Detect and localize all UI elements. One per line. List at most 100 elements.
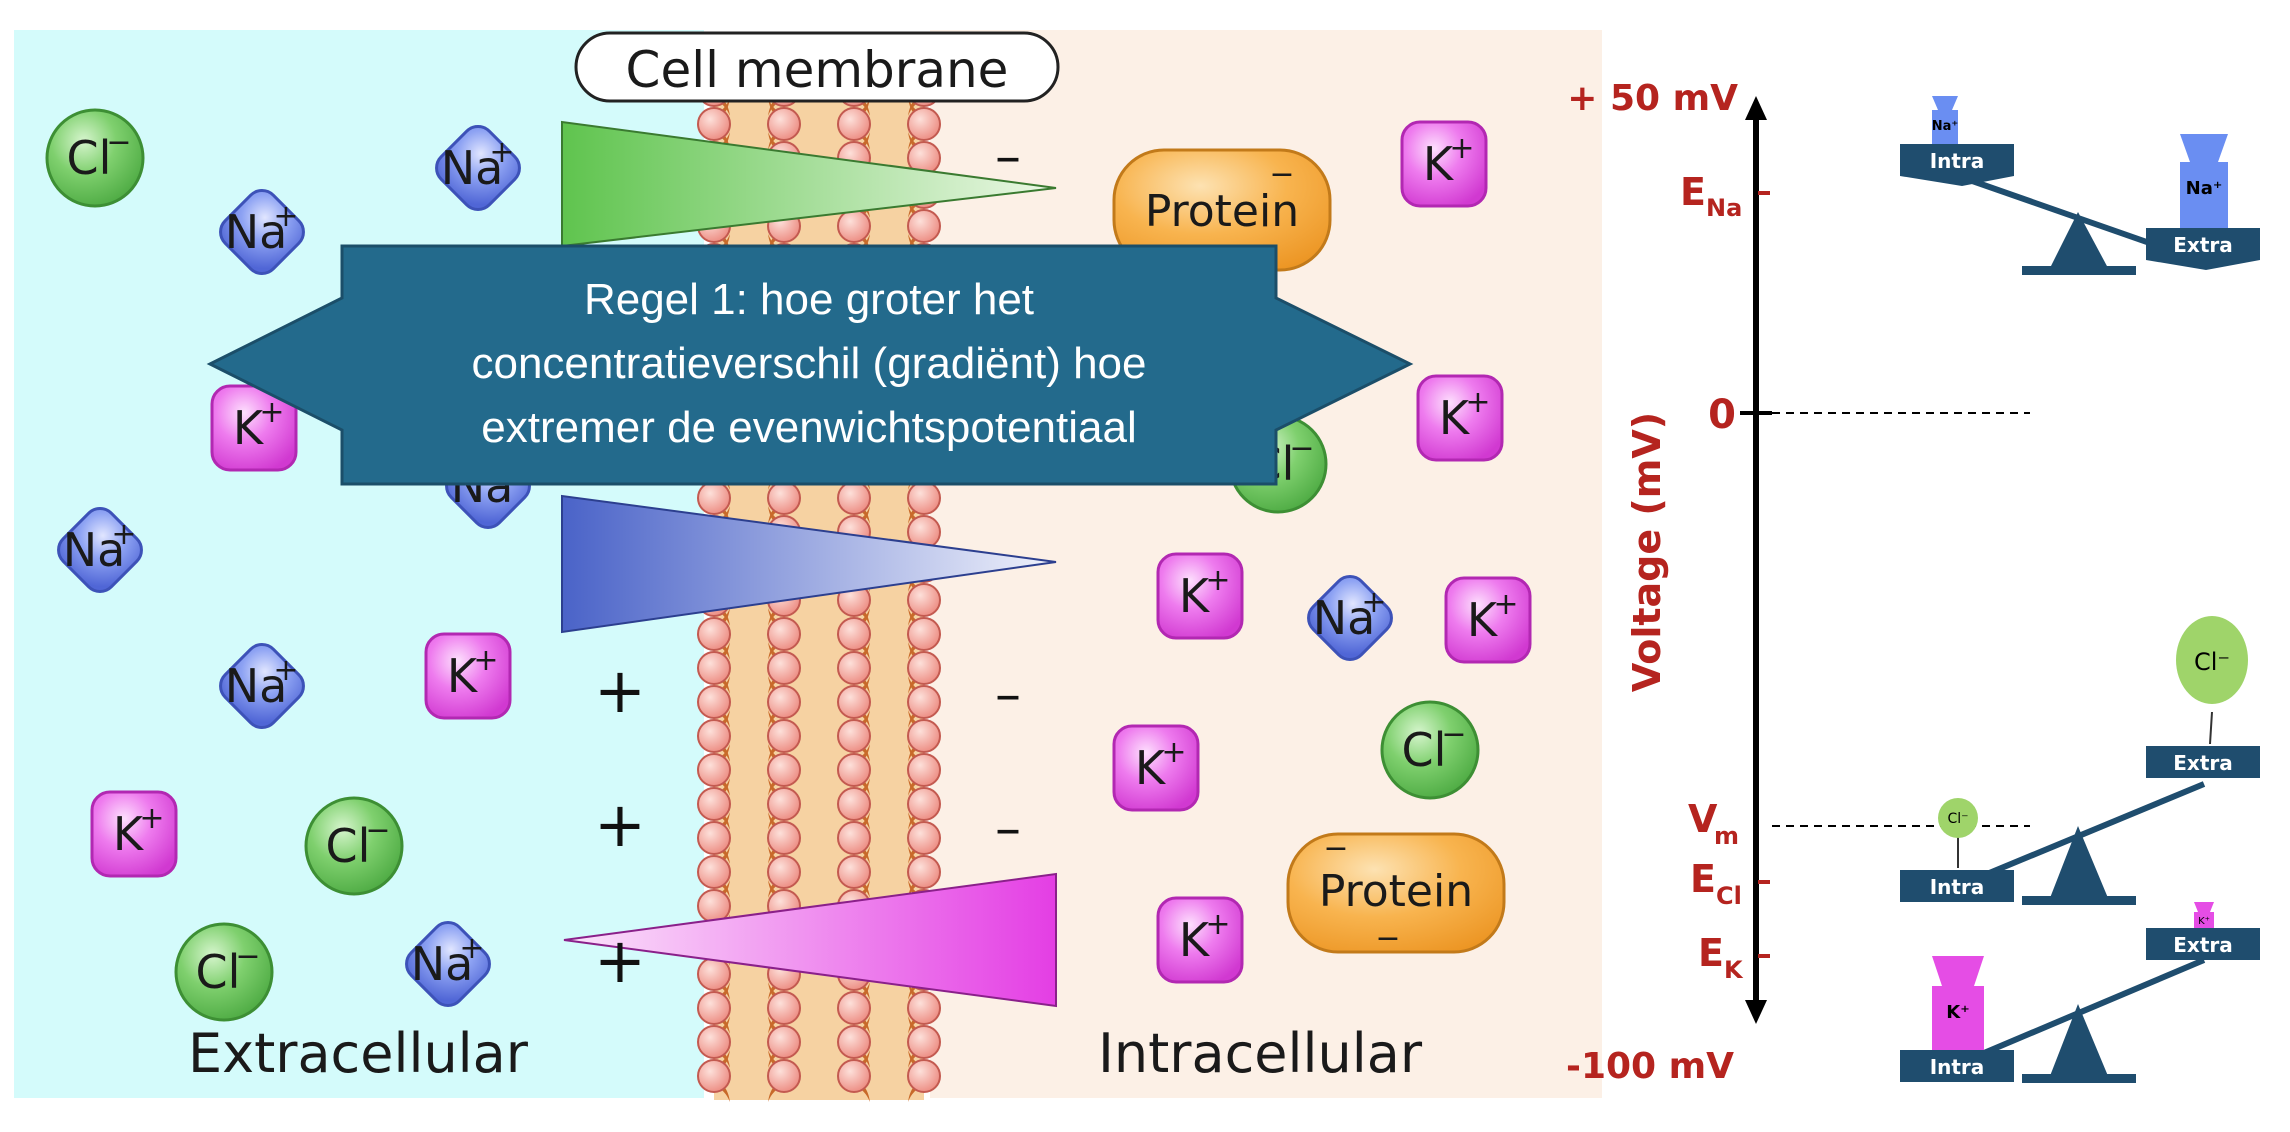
svg-text:+: + <box>1449 131 1474 166</box>
potassium-balance-scale: Intra K⁺ Extra K⁺ <box>1900 902 2260 1083</box>
chloride-ion: Cl− <box>174 922 274 1022</box>
potassium-ion: K+ <box>424 632 512 720</box>
lipid-head <box>837 651 871 685</box>
lipid-head <box>767 855 801 889</box>
svg-text:+: + <box>1361 585 1386 620</box>
lipid-head <box>697 821 731 855</box>
svg-text:−: − <box>1441 717 1466 752</box>
lipid-head <box>767 617 801 651</box>
svg-text:Intra: Intra <box>1930 1055 1985 1079</box>
lipid-head <box>907 787 941 821</box>
svg-text:Na: Na <box>63 523 126 577</box>
lipid-head <box>697 787 731 821</box>
sodium-gradient-triangle <box>561 494 1057 634</box>
svg-text:+: + <box>459 931 484 966</box>
lipid-head <box>907 1059 941 1093</box>
svg-text:Cl⁻: Cl⁻ <box>2194 648 2230 676</box>
protein-molecule: Protein − − <box>1286 831 1506 956</box>
e-na-label: E Na <box>1680 170 1742 222</box>
svg-text:Cl: Cl <box>1716 882 1742 910</box>
sodium-ion: Na+ <box>1307 575 1393 661</box>
svg-text:K: K <box>1179 913 1211 967</box>
potassium-ion: K+ <box>210 384 298 472</box>
lipid-head <box>697 617 731 651</box>
ions-layer: Cl−Na+Na+K+Na+Na+K+K+Cl−Cl−Na+Na+K+K+Cl−… <box>45 108 1532 1022</box>
svg-text:K⁺: K⁺ <box>2198 916 2210 927</box>
svg-text:Cl⁻: Cl⁻ <box>1947 811 1968 827</box>
lipid-head <box>767 685 801 719</box>
svg-text:+: + <box>1493 587 1518 622</box>
lipid-head <box>697 107 731 141</box>
protein-charge: − <box>1375 921 1400 956</box>
potassium-ion: K+ <box>1156 896 1244 984</box>
svg-text:−: − <box>106 125 131 160</box>
sodium-ion: Na+ <box>435 125 521 211</box>
svg-text:K: K <box>1135 741 1167 795</box>
svg-text:+: + <box>1465 385 1490 420</box>
charge-plus-1: + <box>594 654 646 727</box>
protein-charge: − <box>1269 157 1294 192</box>
svg-text:−: − <box>365 813 390 848</box>
lipid-head <box>907 719 941 753</box>
sodium-ion: Na+ <box>219 189 305 275</box>
vm-label: V m <box>1688 797 1739 850</box>
lipid-head <box>767 1059 801 1093</box>
svg-text:K: K <box>233 401 265 455</box>
potassium-gradient-triangle <box>563 872 1057 1008</box>
lipid-head <box>907 651 941 685</box>
svg-text:Cl: Cl <box>1402 723 1447 777</box>
potassium-ion: K+ <box>1400 120 1488 208</box>
lipid-head <box>697 651 731 685</box>
protein-charge: − <box>1323 831 1348 866</box>
lipid-head <box>907 481 941 515</box>
svg-text:+: + <box>139 801 164 836</box>
lipid-head <box>697 753 731 787</box>
lipid-head <box>837 209 871 243</box>
svg-text:Na⁺: Na⁺ <box>1932 119 1959 134</box>
svg-text:Intra: Intra <box>1930 149 1985 173</box>
svg-text:+: + <box>1161 735 1186 770</box>
lipid-head <box>837 1059 871 1093</box>
lipid-head <box>837 685 871 719</box>
potassium-ion: K+ <box>1444 576 1532 664</box>
lipid-head <box>697 481 731 515</box>
svg-text:Cl: Cl <box>196 945 241 999</box>
svg-text:Na: Na <box>1706 194 1742 222</box>
lipid-head <box>907 617 941 651</box>
lipid-head <box>837 719 871 753</box>
lipid-head <box>837 787 871 821</box>
lipid-head <box>767 991 801 1025</box>
svg-text:+: + <box>273 653 298 688</box>
lipid-head <box>767 719 801 753</box>
protein-label: Protein <box>1319 866 1473 917</box>
lipid-head <box>697 957 731 991</box>
lipid-head <box>697 855 731 889</box>
lipid-head <box>697 991 731 1025</box>
lipid-head <box>907 583 941 617</box>
lipid-head <box>907 991 941 1025</box>
svg-text:K: K <box>447 649 479 703</box>
lipid-head <box>837 991 871 1025</box>
svg-text:K: K <box>1179 569 1211 623</box>
lipid-head <box>697 719 731 753</box>
svg-text:Extra: Extra <box>2173 751 2232 775</box>
lipid-head <box>837 107 871 141</box>
lipid-head <box>697 1059 731 1093</box>
svg-text:K: K <box>1724 956 1744 984</box>
svg-text:Na: Na <box>1313 591 1376 645</box>
e-k-label: E K <box>1698 931 1744 984</box>
svg-text:Na⁺: Na⁺ <box>2186 178 2223 199</box>
lipid-head <box>767 753 801 787</box>
lipid-head <box>837 821 871 855</box>
svg-text:m: m <box>1714 822 1739 850</box>
svg-text:Na: Na <box>411 937 474 991</box>
lipid-head <box>907 821 941 855</box>
svg-text:K: K <box>113 807 145 861</box>
lipid-head <box>907 209 941 243</box>
svg-text:+: + <box>1205 907 1230 942</box>
lipid-head <box>907 107 941 141</box>
svg-text:+: + <box>111 517 136 552</box>
svg-text:+: + <box>489 135 514 170</box>
sodium-ion: Na+ <box>219 643 305 729</box>
